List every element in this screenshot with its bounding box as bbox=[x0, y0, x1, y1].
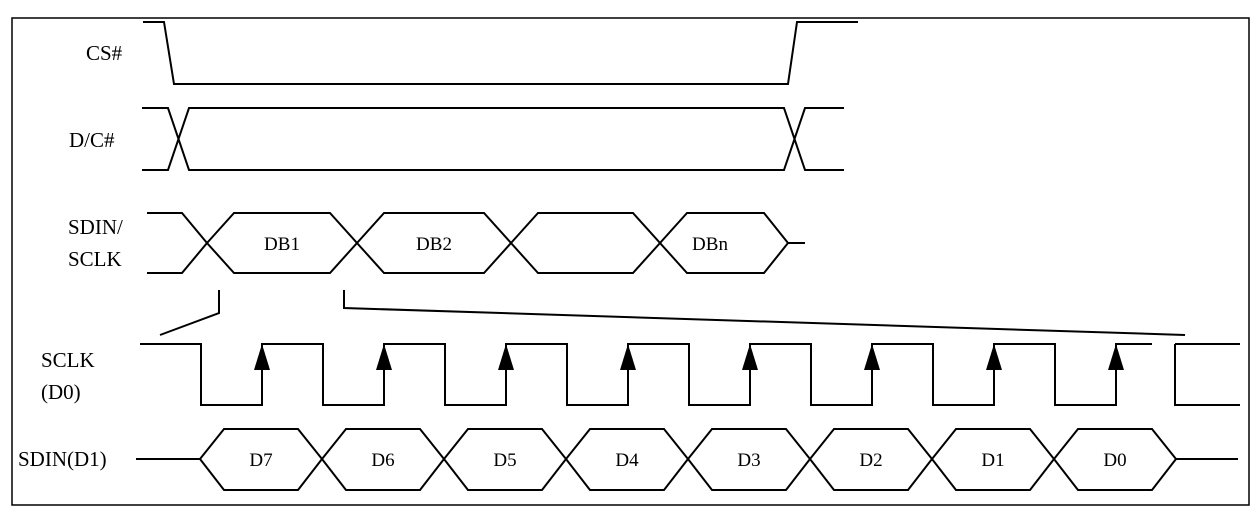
rising-edge-arrow bbox=[498, 344, 514, 370]
byte-label: DB2 bbox=[416, 234, 452, 255]
bit-label: D2 bbox=[859, 450, 882, 471]
bit-label: D1 bbox=[981, 450, 1004, 471]
dc-waveform bbox=[142, 107, 844, 171]
bit-bus bbox=[136, 428, 1238, 491]
bit-label: D5 bbox=[493, 450, 516, 471]
cs-waveform bbox=[143, 21, 858, 85]
rising-edge-arrow bbox=[254, 344, 270, 370]
sdin-label: SDIN(D1) bbox=[18, 447, 107, 471]
sclk-waveform-tail bbox=[1174, 343, 1240, 406]
zoom-line-right bbox=[343, 290, 1186, 336]
rising-edge-arrow bbox=[376, 344, 392, 370]
cs-label: CS# bbox=[86, 41, 123, 65]
byte-bus bbox=[147, 212, 805, 274]
zoom-line-left bbox=[159, 290, 220, 336]
bit-label: D0 bbox=[1103, 450, 1126, 471]
byte-label: DB1 bbox=[264, 234, 300, 255]
sclk-sub-label: (D0) bbox=[41, 380, 81, 404]
sclk-waveform bbox=[140, 343, 1152, 406]
sclk-label: SCLK bbox=[41, 348, 95, 372]
rising-edge-arrow bbox=[986, 344, 1002, 370]
rising-edge-arrows bbox=[254, 344, 1124, 370]
byte-label: DBn bbox=[692, 234, 728, 255]
rising-edge-arrow bbox=[864, 344, 880, 370]
rising-edge-arrow bbox=[620, 344, 636, 370]
dc-label: D/C# bbox=[69, 128, 115, 152]
bit-label: D3 bbox=[737, 450, 760, 471]
sdin-sclk-label-line2: SCLK bbox=[68, 247, 122, 271]
diagram-frame bbox=[11, 17, 1250, 506]
bit-label: D7 bbox=[249, 450, 272, 471]
bit-label: D6 bbox=[371, 450, 394, 471]
rising-edge-arrow bbox=[1108, 344, 1124, 370]
rising-edge-arrow bbox=[742, 344, 758, 370]
sdin-sclk-label-line1: SDIN/ bbox=[68, 215, 123, 239]
bit-label: D4 bbox=[615, 450, 639, 471]
